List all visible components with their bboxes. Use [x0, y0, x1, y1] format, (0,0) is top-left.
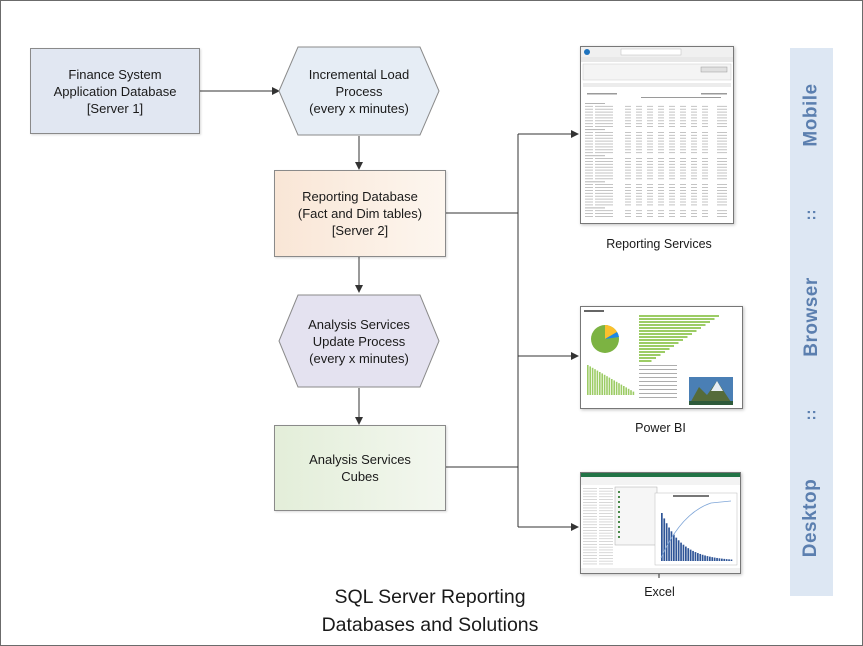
incremental-line-2: Process [335, 83, 383, 99]
power-bi-thumbnail-graphic [581, 307, 742, 408]
finance-system-box: Finance System Application Database [Ser… [30, 48, 200, 134]
excel-thumbnail-graphic [581, 473, 740, 573]
excel-screenshot [580, 472, 741, 574]
mobile-label: Mobile [800, 83, 822, 147]
as-update-line-2: Update Process [312, 333, 406, 349]
title-line-1: SQL Server Reporting [334, 586, 526, 608]
title-line-2: Databases and Solutions [321, 614, 539, 636]
finance-line-1: Finance System [68, 66, 162, 82]
sidebar-label-desktop: Desktop [790, 468, 833, 568]
desktop-label: Desktop [800, 478, 822, 558]
sidebar-separator-1: :: [806, 206, 817, 223]
platform-sidebar [790, 48, 833, 596]
sidebar-label-mobile: Mobile [790, 70, 833, 160]
as-update-hexagon: Analysis Services Update Process (every … [278, 294, 440, 388]
reporting-db-line-2: (Fact and Dim tables) [297, 206, 423, 221]
as-update-line-1: Analysis Services [308, 316, 410, 332]
incremental-load-hexagon: Incremental Load Process (every x minute… [278, 46, 440, 136]
reporting-services-thumbnail-graphic [581, 47, 733, 217]
as-cubes-line-2: Cubes [341, 469, 379, 484]
power-bi-screenshot [580, 306, 743, 409]
reporting-services-screenshot [580, 46, 734, 224]
browser-label: Browser [800, 277, 822, 357]
power-bi-caption: Power BI [635, 421, 686, 435]
excel-caption: Excel [644, 585, 675, 599]
reporting-services-caption: Reporting Services [606, 237, 712, 251]
sidebar-separator-2: :: [806, 406, 817, 423]
finance-line-3: [Server 1] [86, 100, 144, 116]
as-update-line-3: (every x minutes) [309, 350, 409, 366]
as-cubes-line-1: Analysis Services [309, 452, 411, 467]
reporting-database-box: Reporting Database (Fact and Dim tables)… [274, 170, 446, 257]
incremental-line-3: (every x minutes) [309, 100, 409, 116]
incremental-line-1: Incremental Load [308, 66, 410, 82]
reporting-db-line-1: Reporting Database [302, 189, 418, 204]
diagram-title: SQL Server Reporting Databases and Solut… [290, 583, 570, 639]
finance-line-2: Application Database [53, 83, 177, 99]
reporting-db-line-3: [Server 2] [331, 223, 389, 238]
sidebar-label-browser: Browser [790, 262, 833, 372]
as-cubes-box: Analysis Services Cubes [274, 425, 446, 511]
